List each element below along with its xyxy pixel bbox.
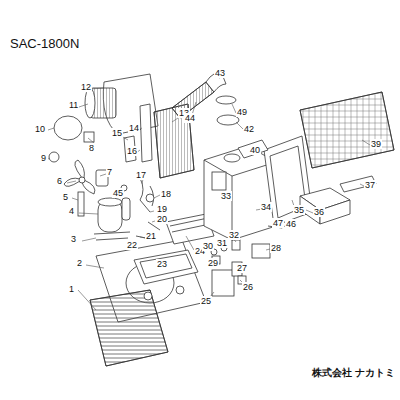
grille bbox=[90, 290, 168, 366]
callout-number: 14 bbox=[128, 123, 140, 133]
callout-number: 34 bbox=[260, 202, 272, 212]
callout-number: 49 bbox=[236, 107, 248, 117]
fitting bbox=[49, 152, 59, 162]
callout-number: 3 bbox=[70, 234, 77, 244]
accumulator bbox=[146, 194, 154, 202]
callout-number: 42 bbox=[243, 124, 255, 134]
callout-number: 36 bbox=[313, 207, 325, 217]
drain-pan bbox=[134, 250, 198, 284]
callout-number: 7 bbox=[106, 167, 113, 177]
terminal-box bbox=[252, 244, 270, 258]
model-title: SAC-1800N bbox=[10, 36, 79, 51]
callout-number: 20 bbox=[156, 214, 168, 224]
callout-number: 44 bbox=[184, 113, 196, 123]
control-box bbox=[212, 270, 234, 296]
callout-number: 8 bbox=[88, 143, 95, 153]
filter bbox=[300, 92, 394, 168]
callout-number: 16 bbox=[126, 146, 138, 156]
top-cover bbox=[238, 140, 268, 158]
callout-number: 5 bbox=[62, 192, 69, 202]
callout-number: 31 bbox=[216, 238, 228, 248]
caster bbox=[144, 292, 152, 300]
callout-number: 30 bbox=[202, 241, 214, 251]
callout-number: 1 bbox=[68, 284, 75, 294]
callout-number: 10 bbox=[34, 124, 46, 134]
callout-number: 21 bbox=[145, 231, 157, 241]
callout-number: 6 bbox=[56, 176, 63, 186]
flange bbox=[216, 96, 236, 104]
callout-number: 22 bbox=[126, 240, 138, 250]
callout-number: 37 bbox=[364, 180, 376, 190]
leader-lines bbox=[48, 76, 370, 310]
callout-number: 11 bbox=[68, 100, 79, 110]
callout-number: 17 bbox=[135, 170, 147, 180]
callout-number: 26 bbox=[242, 282, 254, 292]
side-plate bbox=[78, 192, 84, 216]
callout-number: 43 bbox=[214, 68, 226, 78]
callout-number: 47 bbox=[272, 218, 284, 228]
motor bbox=[54, 116, 82, 140]
compressor bbox=[98, 198, 130, 232]
plate bbox=[340, 176, 376, 192]
callout-number: 46 bbox=[285, 219, 297, 229]
callout-number: 18 bbox=[160, 189, 172, 199]
callout-number: 9 bbox=[40, 153, 47, 163]
callout-number: 39 bbox=[370, 139, 382, 149]
filter-frame bbox=[264, 136, 312, 226]
callout-number: 28 bbox=[270, 243, 282, 253]
base-feet bbox=[94, 232, 130, 240]
callout-number: 45 bbox=[112, 188, 124, 198]
bracket bbox=[84, 132, 94, 142]
callout-number: 2 bbox=[76, 258, 83, 268]
callout-number: 4 bbox=[68, 206, 75, 216]
callout-number: 33 bbox=[220, 191, 232, 201]
callout-number: 40 bbox=[249, 145, 261, 155]
callout-number: 15 bbox=[111, 128, 123, 138]
company-name: 株式会社 ナカトミ bbox=[311, 368, 396, 378]
callout-number: 23 bbox=[156, 259, 168, 269]
callout-number: 12 bbox=[80, 82, 92, 92]
callout-number: 27 bbox=[236, 263, 248, 273]
callout-number: 19 bbox=[156, 204, 168, 214]
callout-number: 29 bbox=[207, 258, 219, 268]
callout-number: 25 bbox=[200, 296, 212, 306]
propeller-fan bbox=[64, 160, 95, 194]
callout-number: 35 bbox=[293, 205, 305, 215]
divider-plate bbox=[140, 104, 152, 162]
callout-number: 32 bbox=[228, 230, 240, 240]
